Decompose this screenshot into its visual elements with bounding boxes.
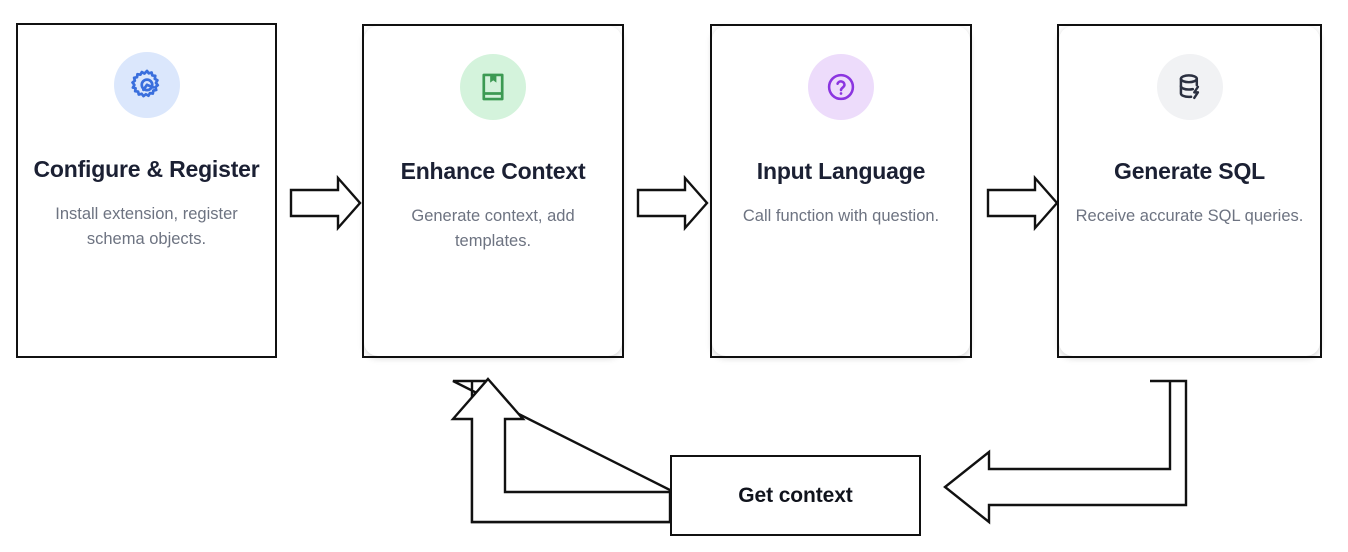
arrow-feedback-left xyxy=(943,379,1188,525)
get-context-box[interactable]: Get context xyxy=(670,455,921,536)
step-card-inner: Enhance Context Generate context, add te… xyxy=(364,26,622,356)
arrow-step3-to-step4 xyxy=(986,174,1059,232)
step-card-description: Generate context, add templates. xyxy=(411,207,575,251)
step-card-title: Input Language xyxy=(756,158,926,184)
gear-icon xyxy=(113,52,180,118)
step-card-inner: Configure & Register Install extension, … xyxy=(18,25,275,356)
step-card-input-language[interactable]: Input Language Call function with questi… xyxy=(710,24,972,358)
arrow-step2-to-step3 xyxy=(636,174,709,232)
step-card-description: Call function with question. xyxy=(742,207,940,226)
step-card-description: Install extension, register schema objec… xyxy=(55,205,238,249)
arrow-feedback-up xyxy=(452,379,672,524)
question-circle-icon xyxy=(808,54,874,120)
book-bookmark-icon xyxy=(460,54,526,120)
get-context-label: Get context xyxy=(738,483,853,507)
step-card-title: Configure & Register xyxy=(33,156,260,182)
arrow-step1-to-step2 xyxy=(289,174,362,232)
step-card-title: Generate SQL xyxy=(1114,158,1265,184)
step-card-description: Receive accurate SQL queries. xyxy=(1075,207,1304,226)
database-bolt-icon xyxy=(1156,54,1223,120)
step-card-inner: Generate SQL Receive accurate SQL querie… xyxy=(1059,26,1320,356)
step-card-enhance-context[interactable]: Enhance Context Generate context, add te… xyxy=(362,24,624,358)
step-card-title: Enhance Context xyxy=(400,158,586,184)
step-card-inner: Input Language Call function with questi… xyxy=(712,26,970,356)
arrow-feedback-up-body xyxy=(450,377,672,524)
step-card-configure-register[interactable]: Configure & Register Install extension, … xyxy=(16,23,277,358)
step-card-generate-sql[interactable]: Generate SQL Receive accurate SQL querie… xyxy=(1057,24,1322,358)
